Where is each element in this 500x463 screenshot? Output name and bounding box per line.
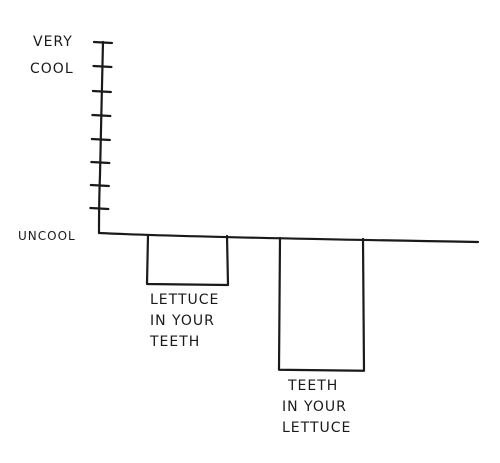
y-axis-ticks: [89, 40, 114, 211]
y-tick: [90, 160, 111, 165]
bar: [145, 233, 230, 287]
category-label: TEETH: [287, 378, 338, 394]
y-tick: [90, 137, 111, 142]
labels: VERY COOL UNCOOL LETTUCE IN YOUR TEETH TEET…: [18, 34, 351, 436]
category-label: LETTUCE: [282, 420, 351, 436]
y-tick: [91, 113, 112, 118]
category-label: IN YOUR: [150, 313, 215, 329]
y-top-label-line-1: VERY: [33, 34, 73, 50]
y-tick: [89, 183, 110, 188]
bars: [145, 233, 366, 372]
y-tick: [92, 40, 114, 45]
category-label: TEETH: [149, 334, 200, 350]
category-label: LETTUCE: [150, 292, 219, 308]
category-label: IN YOUR: [282, 399, 347, 415]
y-top-label-line-2: COOL: [30, 61, 74, 77]
y-zero-label: UNCOOL: [18, 229, 76, 243]
y-tick: [92, 64, 113, 69]
y-tick: [91, 89, 113, 94]
bar: [277, 236, 366, 372]
y-axis: [97, 40, 105, 235]
y-tick: [89, 206, 110, 211]
x-axis: [97, 231, 480, 244]
